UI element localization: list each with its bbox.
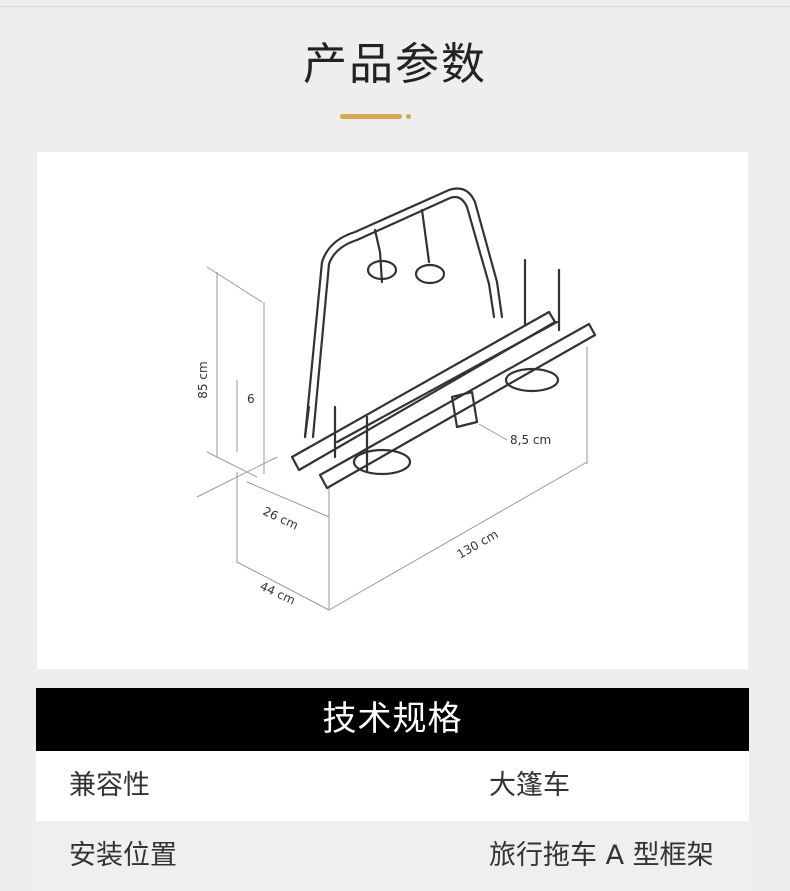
dim-line [206,266,263,303]
bike-rack-drawing: 85 cm 6 8,5 cm 26 cm 130 cm 44 cm [196,187,597,611]
accent-bar [340,114,402,119]
dim-line-130 [328,461,588,611]
top-divider [0,6,790,7]
spec-row-mount-position: 安装位置 旅行拖车 A 型框架 [36,821,749,891]
spec-value: 大篷车 [489,770,570,801]
spec-value: 旅行拖车 A 型框架 [489,840,714,871]
spec-section-header: 技术规格 [36,688,749,751]
mount-wheel-right [504,367,560,393]
title-accent-divider [340,114,412,119]
dim-line-8-5 [478,423,508,441]
accent-dot [406,114,411,119]
rack-frame-arch [303,187,504,439]
dim-line [206,451,258,478]
label-6: 6 [247,392,255,406]
label-85cm: 85 cm [196,361,210,398]
dim-line-44 [236,561,330,611]
center-clamp [450,390,479,429]
product-diagram: 85 cm 6 8,5 cm 26 cm 130 cm 44 cm [37,152,748,669]
bike-rail-front [318,322,597,490]
label-8-5cm: 8,5 cm [510,433,551,447]
wheel-clamp-top-right [414,263,446,285]
spec-label: 兼容性 [69,770,150,801]
frame-hook-left [373,228,384,284]
rail-edge [335,320,559,444]
frame-leg [303,405,311,439]
mount-wheel-left [352,448,412,476]
spec-label: 安装位置 [69,840,177,871]
label-26cm: 26 cm [261,504,301,532]
dim-line-26 [246,481,330,518]
spec-row-compatibility: 兼容性 大篷车 [36,751,749,821]
rack-frame-arch-inner [311,195,496,439]
frame-hook-right [420,208,431,264]
page-title: 产品参数 [303,39,487,90]
spec-table: 兼容性 大篷车 安装位置 旅行拖车 A 型框架 [36,751,749,891]
wheel-clamp-top-left [366,259,398,281]
label-130cm: 130 cm [455,527,501,562]
